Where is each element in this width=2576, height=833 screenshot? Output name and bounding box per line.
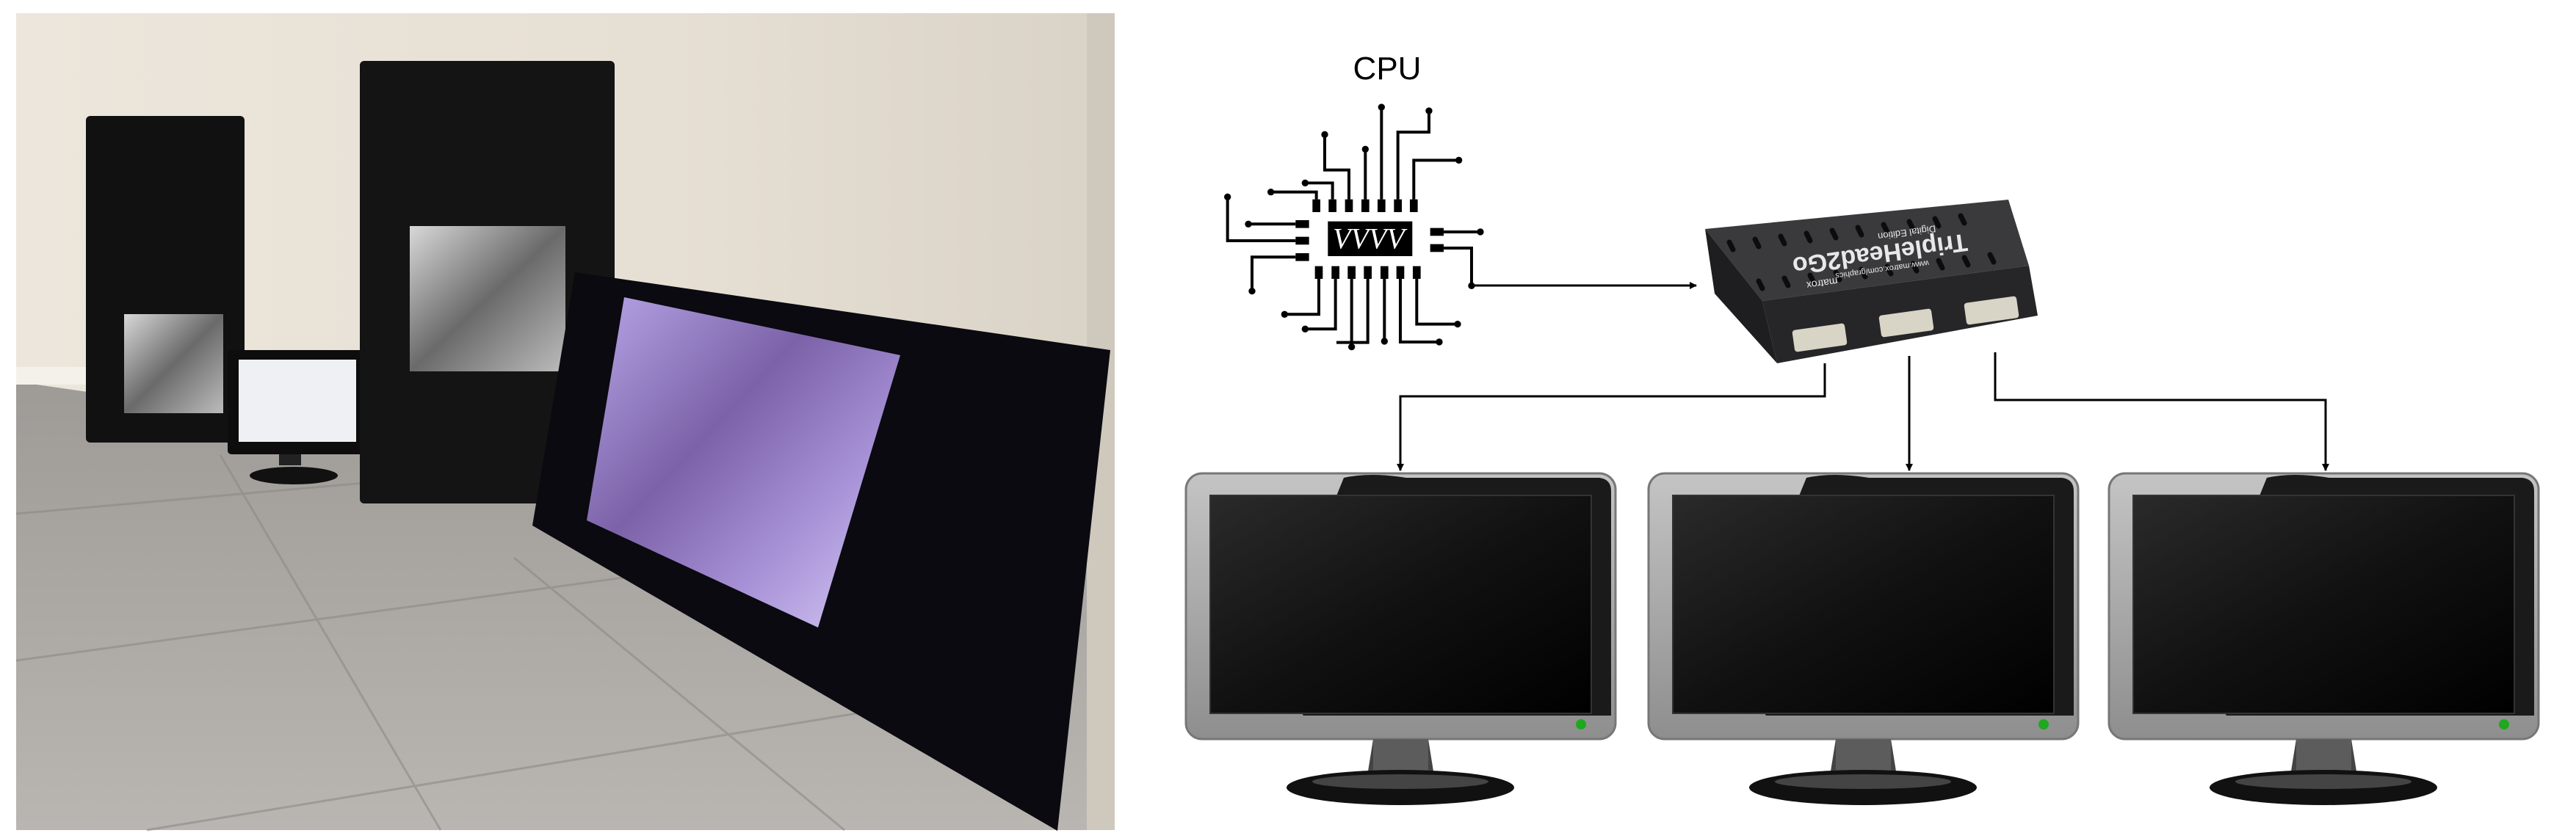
monitor-3-icon: [2108, 472, 2540, 807]
installation-photo: [15, 13, 1115, 832]
monitor-1-icon: [1184, 472, 1617, 807]
splitter-to-monitor-3-arrow: [1994, 352, 2329, 471]
splitter-to-monitor-1-arrow: [1397, 363, 1826, 471]
triplehead2go-device: TripleHead2Go matrox Digital Edition www…: [1705, 200, 2038, 363]
monitor-2-icon: [1647, 472, 2080, 807]
diagram: CPU VVVV: [1184, 51, 2540, 807]
cpu-chip-icon: VVVV: [1223, 103, 1484, 351]
dvi-port-icon: [1792, 296, 2019, 352]
svg-text:VVVV: VVVV: [1333, 222, 1408, 255]
cpu-label: CPU: [1353, 51, 1422, 87]
device-brand-text: matrox: [1806, 275, 1839, 291]
